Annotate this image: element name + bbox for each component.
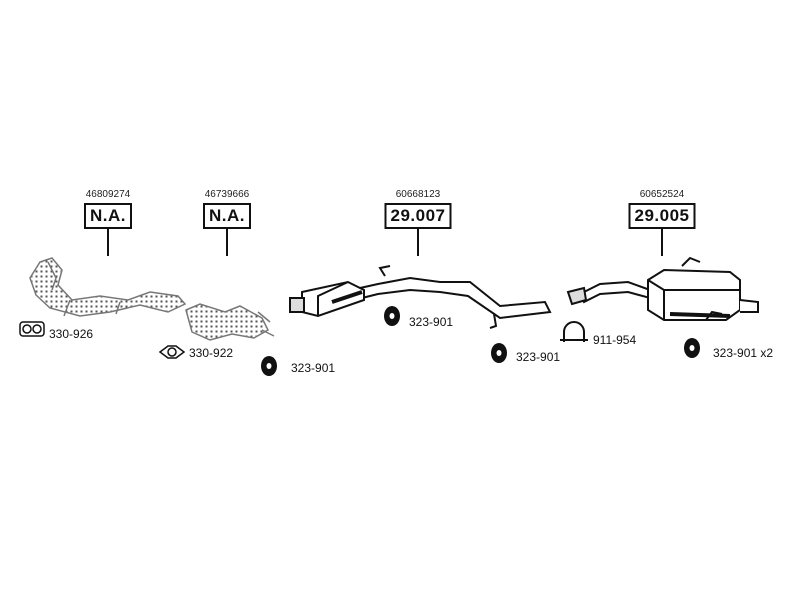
callout-part-number-2: 46739666 (204, 189, 250, 200)
centre-silencer-icon (289, 265, 552, 329)
callout-reference-2: N.A. (203, 203, 251, 229)
leader-line-2 (226, 229, 228, 256)
accessory-label-323-901-x2: 323-901 x2 (713, 346, 774, 360)
callout-reference-4: 29.005 (628, 203, 696, 229)
accessory-label-323-901-c: 323-901 (516, 350, 561, 364)
accessory-label-911-954: 911-954 (593, 333, 637, 347)
rubber-mount-icon (261, 306, 700, 376)
callout-reference-1: N.A. (84, 203, 132, 229)
flange-gasket-icon (19, 321, 45, 337)
rear-silencer-icon (566, 256, 759, 321)
callout-reference-3: 29.007 (384, 203, 452, 229)
ring-gasket-icon (158, 345, 186, 359)
u-clamp-icon (560, 321, 588, 342)
callout-part-number-3: 60668123 (395, 189, 441, 200)
accessory-label-330-926: 330-926 (49, 327, 94, 341)
callout-part-number-1: 46809274 (85, 189, 131, 200)
leader-line-1 (107, 229, 109, 256)
callout-part-number-4: 60652524 (639, 189, 685, 200)
catalytic-converter-icon (185, 303, 275, 341)
exhaust-manifold-icon (29, 257, 187, 317)
accessory-label-323-901-a: 323-901 (291, 361, 336, 375)
accessory-label-330-922: 330-922 (189, 346, 234, 360)
accessory-label-323-901-b: 323-901 (409, 315, 454, 329)
leader-line-4 (661, 229, 663, 256)
leader-line-3 (417, 229, 419, 256)
